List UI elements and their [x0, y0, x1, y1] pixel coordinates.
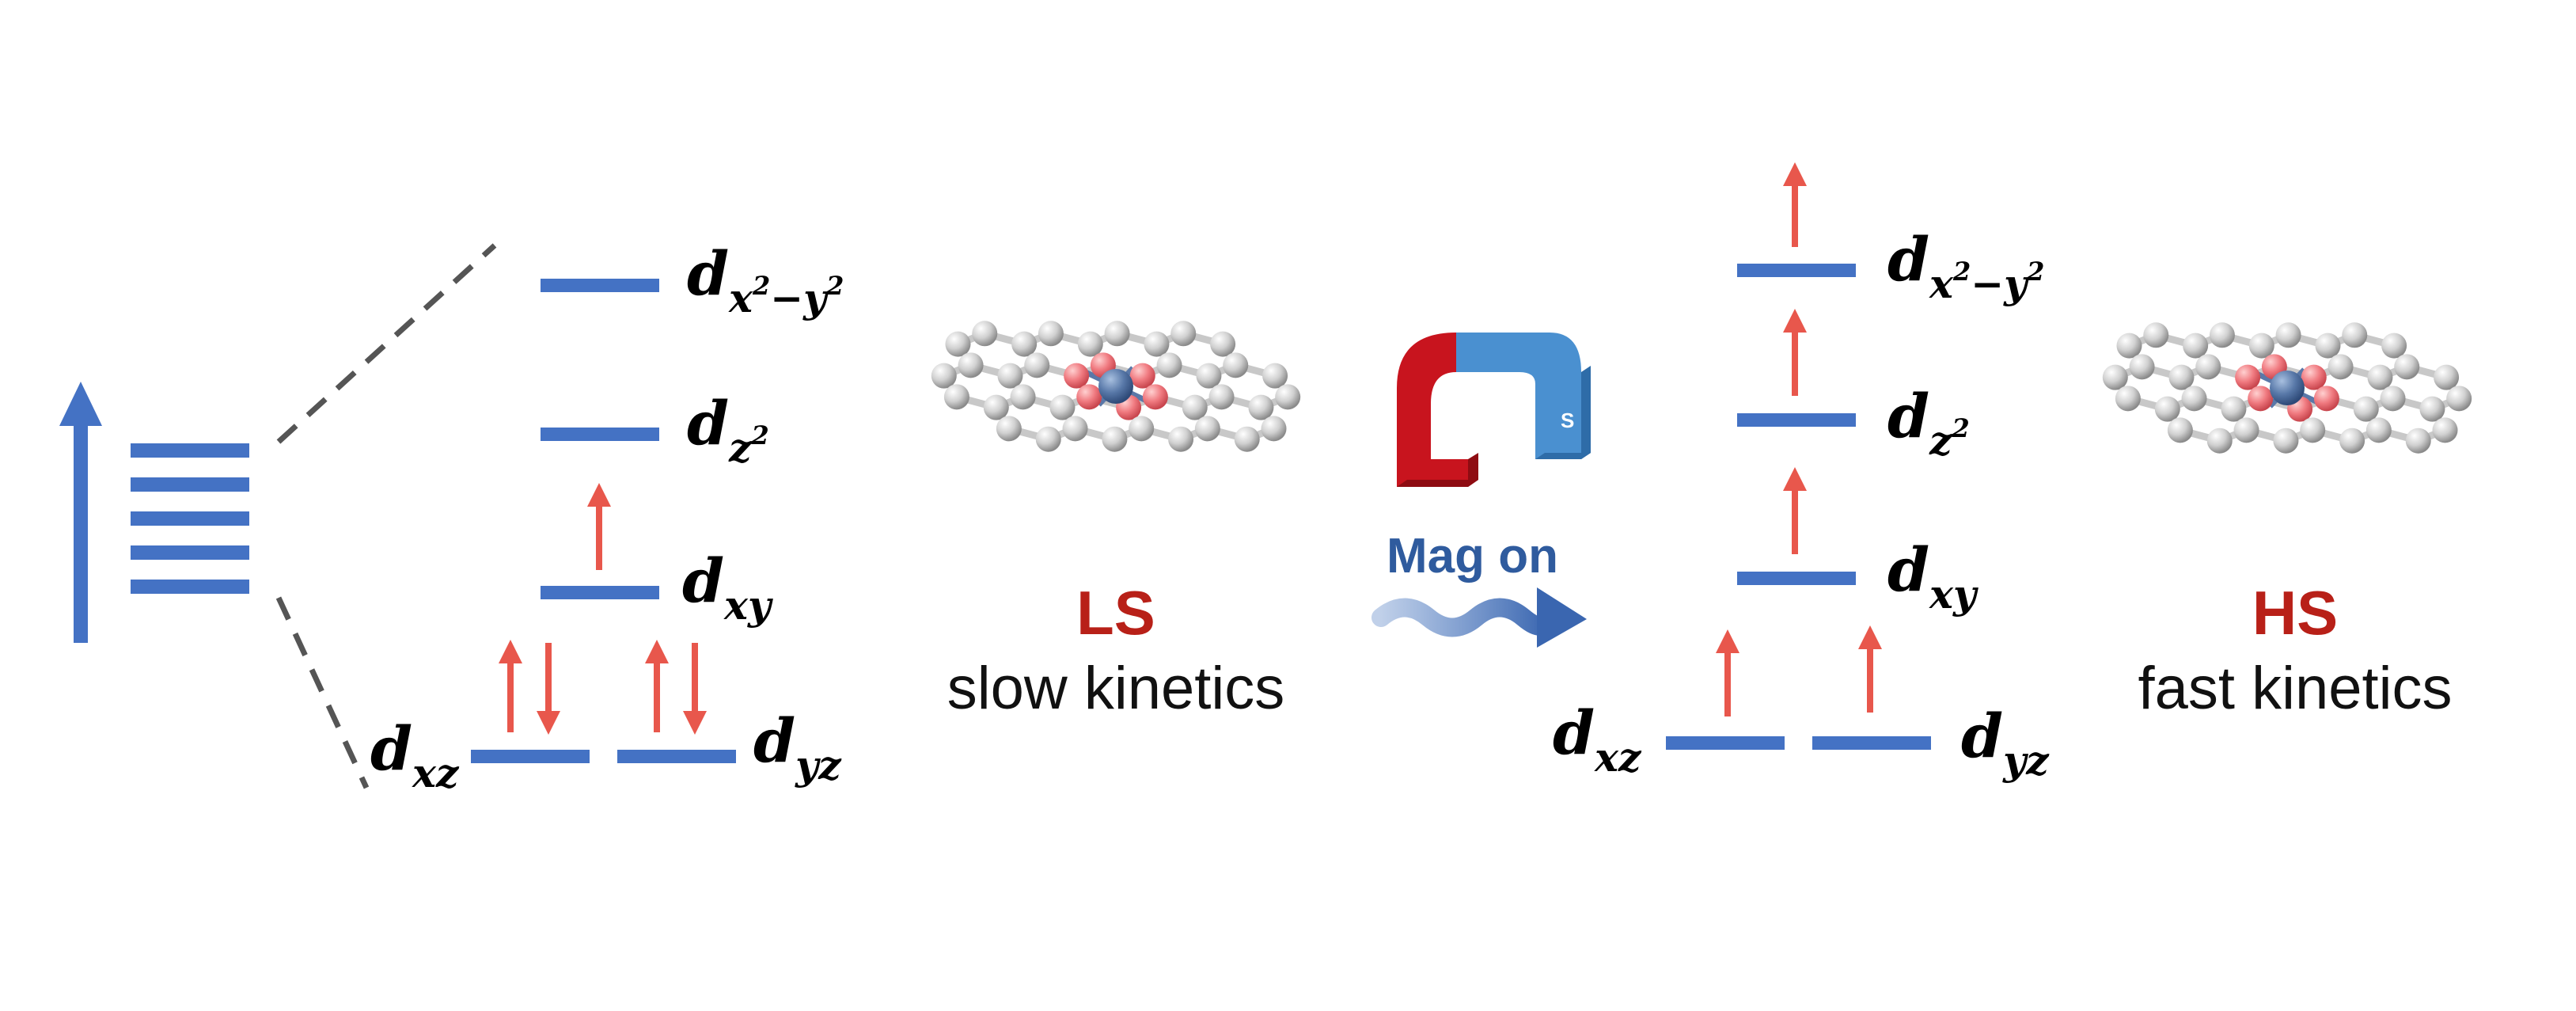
spin-up-arrow-icon: [1783, 467, 1807, 554]
right-label-dxy: dxy: [1887, 534, 1977, 618]
hs-state-title: HS: [2252, 578, 2339, 648]
orbital-level: [1666, 736, 1785, 750]
degenerate-level: [131, 477, 249, 492]
degenerate-level: [131, 580, 249, 594]
left-label-dyz: dyz: [753, 705, 841, 789]
splitting-dashed-lines: [275, 243, 497, 789]
mag-on-label: Mag on: [1387, 529, 1558, 583]
spin-up-arrow-icon: [499, 640, 522, 732]
right-electrons: [1716, 162, 1882, 716]
orbital-level: [1737, 572, 1856, 585]
magnet-n-label: N: [1452, 434, 1467, 458]
spin-up-arrow-icon: [1716, 629, 1739, 716]
left-orbital-levels: [471, 279, 736, 763]
degenerate-levels: [131, 443, 249, 594]
spin-down-arrow-icon: [537, 643, 560, 735]
left-label-dxz: dxz: [370, 713, 459, 796]
orbital-level: [1812, 736, 1931, 750]
orbital-level: [1737, 413, 1856, 427]
left-electrons: [499, 483, 707, 735]
spin-up-arrow-icon: [587, 483, 611, 570]
horseshoe-magnet-icon: N S: [1397, 333, 1591, 487]
hs-state-description: fast kinetics: [2138, 655, 2453, 722]
degenerate-level: [131, 443, 249, 458]
spin-up-arrow-icon: [645, 640, 669, 732]
spin-up-arrow-icon: [1783, 309, 1807, 396]
right-label-dxz: dxz: [1553, 697, 1641, 781]
left-label-dx2y2: dx2−y2: [687, 238, 844, 321]
wavy-arrow-icon: [1371, 587, 1587, 648]
spin-down-arrow-icon: [683, 643, 707, 735]
spin-up-arrow-icon: [1783, 162, 1807, 247]
orbital-level: [541, 428, 659, 441]
graphene-single-atom-icon: [931, 321, 1301, 452]
orbital-level: [541, 279, 659, 292]
ls-state-description: slow kinetics: [947, 655, 1285, 722]
spin-up-arrow-icon: [1858, 625, 1882, 713]
right-label-dyz: dyz: [1961, 701, 2049, 784]
degenerate-level: [131, 511, 249, 526]
orbital-level: [617, 750, 736, 763]
right-orbital-levels: [1666, 264, 1931, 750]
orbital-level: [541, 586, 659, 599]
energy-up-arrow-icon: [59, 382, 102, 643]
left-label-dz2: dz2: [687, 388, 769, 471]
ls-state-title: LS: [1076, 578, 1155, 648]
left-label-dxy: dxy: [682, 545, 772, 629]
orbital-level: [471, 750, 590, 763]
right-label-dx2y2: dx2−y2: [1887, 224, 2045, 307]
degenerate-level: [131, 545, 249, 560]
orbital-level: [1737, 264, 1856, 277]
magnet-s-label: S: [1561, 409, 1574, 432]
right-label-dz2: dz2: [1887, 381, 1970, 464]
graphene-single-atom-icon: [2102, 322, 2472, 454]
